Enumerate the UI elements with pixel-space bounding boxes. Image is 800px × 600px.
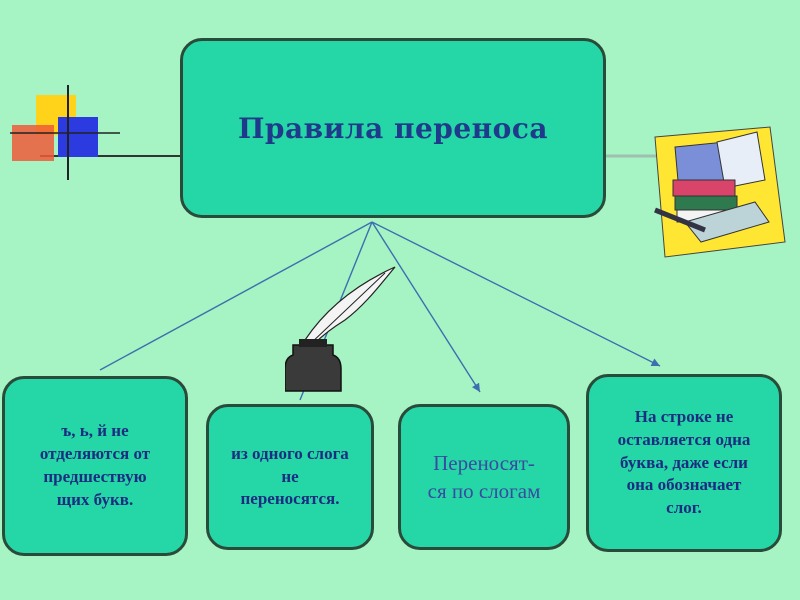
rule-box-4: На строке не оставляется одна буква, даж… [586, 374, 782, 552]
rule-text-2: из одного слога не переносятся. [231, 443, 349, 509]
rule-box-3: Переносят- ся по слогам [398, 404, 570, 550]
rule-text-3: Переносят- ся по слогам [427, 450, 541, 503]
rule-text-4: На строке не оставляется одна буква, даж… [617, 406, 751, 518]
page-title: Правила переноса [237, 111, 549, 145]
connector-line-4 [371, 221, 661, 367]
books-icon [654, 126, 786, 258]
color-squares-icon [10, 85, 120, 180]
rule-box-2: из одного слога не переносятся. [206, 404, 374, 550]
rule-text-1: ъ, ь, й не отделяются от предшествую щих… [39, 421, 151, 509]
connector-line-3 [371, 221, 481, 393]
connector-line-1 [99, 221, 373, 371]
title-box: Правила переноса [180, 38, 606, 218]
rule-box-1: ъ, ь, й не отделяются от предшествую щих… [2, 376, 188, 556]
quill-inkwell-icon [285, 266, 396, 392]
